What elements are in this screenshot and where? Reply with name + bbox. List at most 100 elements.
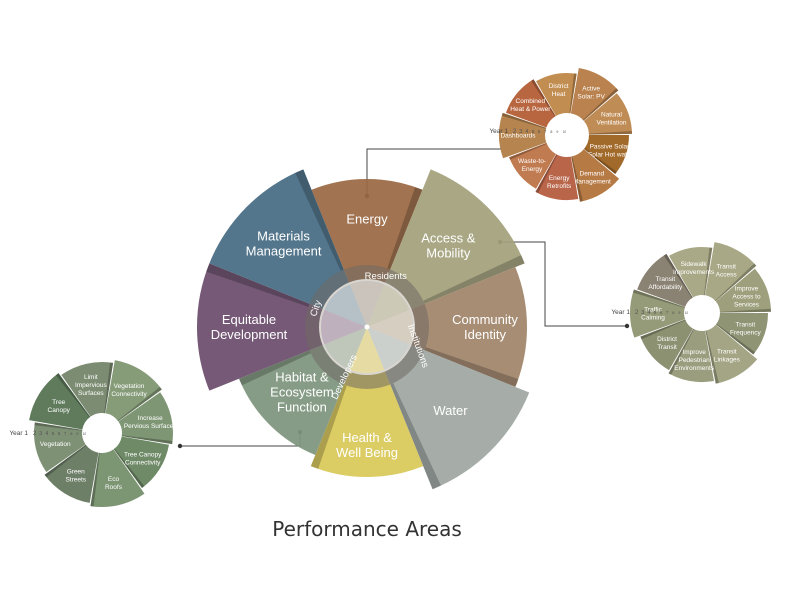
wheel_energy-item-label-line: Ventilation xyxy=(596,120,626,127)
wheel_access-item-label-line: Pedestrian xyxy=(679,357,710,364)
sector-label-materials-line: Management xyxy=(246,244,322,259)
sector-label-access-line: Mobility xyxy=(426,246,471,261)
wheel_energy-year-tick: 2 xyxy=(513,129,517,135)
sector-label-habitat-line: Habitat & xyxy=(275,370,329,385)
wheel_energy-item-label-line: Natural xyxy=(601,112,623,119)
wheel_energy-year-tick: 7 xyxy=(544,129,547,134)
wheel_energy-segment-shadow xyxy=(571,156,583,202)
wheel_energy-item-label-line: Retrofits xyxy=(547,183,572,190)
wheel_habitat-segment-shadow xyxy=(34,422,83,431)
wheel_access-segment-shadow xyxy=(632,289,685,308)
wheel_energy-year-tick: 6 xyxy=(538,129,541,134)
wheel_energy-year-tick: 3 xyxy=(519,129,522,135)
core-wedge xyxy=(349,327,385,373)
wheel_energy-year-tick: 10 xyxy=(563,130,567,134)
wheel_energy-segment xyxy=(535,154,579,200)
wheel_access-item-label-line: Calming xyxy=(641,315,665,322)
core-wedge xyxy=(349,281,385,327)
wheel_energy-year-tick: 9 xyxy=(556,130,558,134)
wheel_habitat-segment-shadow xyxy=(117,386,162,422)
sector-label-equitable-line: Equitable xyxy=(222,312,276,327)
wheel_access-item-label-line: Affordability xyxy=(648,284,683,291)
wheel_habitat-item-label-line: Connectivity xyxy=(111,391,147,398)
wheel_access-segment-shadow xyxy=(715,263,757,302)
sector-label-energy-line: Energy xyxy=(346,212,388,227)
wheel_habitat-year-tick: 4 xyxy=(45,431,48,437)
wheel_access-item-label-line: Transit xyxy=(736,322,756,329)
wheel_habitat-year-tick: 6 xyxy=(58,431,61,436)
wheel_access-year-tick: 10 xyxy=(685,311,689,315)
wheel_habitat-item-label-line: Tree xyxy=(52,399,66,406)
sector-label-community-line: Community xyxy=(452,312,518,327)
wheel_habitat-segment xyxy=(90,449,145,507)
wheel_habitat-segment xyxy=(44,444,99,503)
wheel_habitat-segment xyxy=(113,436,169,489)
wheel_energy-item-label-line: Energy xyxy=(549,175,570,182)
core-wedge xyxy=(367,284,410,327)
wheel_habitat-segment-shadow xyxy=(104,362,114,414)
sector-label-health-line: Well Being xyxy=(336,445,398,460)
wheel_habitat-segment xyxy=(34,422,86,473)
sector-energy-shadow xyxy=(387,187,423,270)
sector-label-habitat-line: Function xyxy=(277,400,327,415)
wheel_energy-segment-shadow xyxy=(584,148,617,175)
core-wedge xyxy=(324,327,367,370)
wheel_habitat-item-label-line: Increase xyxy=(138,415,163,422)
wheel_habitat-segment xyxy=(61,362,114,417)
wheel_energy-item-label-line: Solar Hot water xyxy=(588,152,634,159)
wheel_energy-item-label-line: Heat & Power xyxy=(510,106,551,113)
wheel_energy-item-label-line: District xyxy=(549,83,569,90)
wheel_energy-item-label-line: Solar: PV xyxy=(577,94,605,101)
connector-line xyxy=(500,241,627,327)
sector-label-equitable-line: Development xyxy=(211,327,288,342)
wheel_energy-item-label-line: Management xyxy=(573,178,611,185)
wheel_energy-item-label: Passive Solar/Solar Hot water xyxy=(588,144,634,159)
sector-health-shadow xyxy=(310,384,347,469)
wheel_access-item-label-line: Improvements xyxy=(673,269,715,276)
wheel_energy-segment-shadow xyxy=(531,79,556,117)
sector-community xyxy=(367,267,527,387)
sector-access-shadow xyxy=(423,255,525,304)
wheel_habitat-item-label-line: Tree Canopy xyxy=(124,452,162,459)
sector-label-community-line: Identity xyxy=(464,327,506,342)
wheel_access-segment xyxy=(705,324,758,384)
wheel_energy-segment-shadow xyxy=(509,142,547,160)
wheel_energy-item-label: Waste-to-Energy xyxy=(518,158,546,173)
wheel_energy-segment xyxy=(509,142,556,189)
core-wedge xyxy=(367,327,410,370)
wheel_access-segment xyxy=(668,328,714,382)
wheel_access-item-label-line: Transit xyxy=(717,348,737,355)
wheel_access-segment-shadow xyxy=(640,319,686,340)
wheel_access-segment xyxy=(630,289,686,338)
wheel_energy-item-label-line: Active xyxy=(582,86,600,93)
wheel_access-year-tick: 9 xyxy=(678,311,680,315)
wheel_habitat-year-tick: 8 xyxy=(70,431,72,436)
wheel_habitat-year-tick: 7 xyxy=(64,431,67,436)
wheel_access-item-label-line: Linkages xyxy=(714,356,741,363)
wheel_energy-item-label-line: Waste-to- xyxy=(518,158,546,165)
sector-equitable xyxy=(196,263,367,391)
wheel_energy-item-label-line: Demand xyxy=(580,170,605,177)
wheel_habitat-item-label-line: Vegetation xyxy=(114,383,145,390)
sector-label-access-line: Access & xyxy=(421,231,476,246)
wheel_habitat-year-tick: 9 xyxy=(76,432,78,436)
center-dot xyxy=(364,324,370,330)
wheel_access-year-tick: 2 xyxy=(635,310,639,316)
wheel_access-item-label-line: Services xyxy=(734,302,760,309)
wheel_access-segment-shadow xyxy=(719,308,771,313)
wheel_energy-segment-shadow xyxy=(535,154,558,194)
wheel_access-year-tick: 8 xyxy=(672,310,674,315)
